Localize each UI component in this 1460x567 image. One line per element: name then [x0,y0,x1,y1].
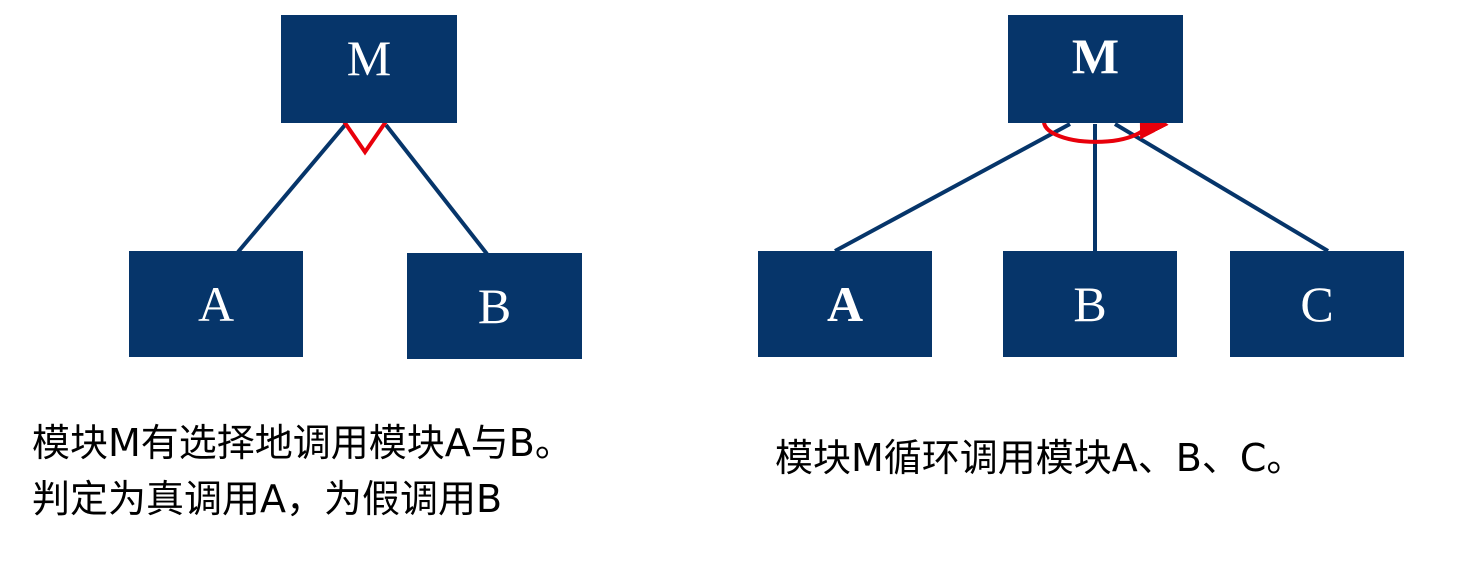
left-caption: 模块M有选择地调用模块A与B。 判定为真调用A，为假调用B [32,415,573,527]
left-caption-line1: 模块M有选择地调用模块A与B。 [32,421,573,465]
module-a-left: A [129,251,303,357]
module-b-right: B [1003,251,1177,357]
right-caption-line: 模块M循环调用模块A、B、C。 [775,436,1305,480]
connector-m-to-c-right [1113,122,1330,253]
module-m-left: M [281,15,457,123]
right-caption: 模块M循环调用模块A、B、C。 [775,430,1304,486]
module-b-right-label: B [1073,276,1107,332]
module-m-right-label: M [1071,28,1120,84]
module-a-right: A [758,251,932,357]
module-a-left-label: A [197,276,235,332]
module-b-left: B [407,253,582,359]
module-m-right: M [1008,15,1183,123]
connector-m-to-a-left [236,123,347,254]
module-b-left-label: B [477,278,512,334]
connector-m-to-a-right [834,122,1071,253]
module-c-right-label: C [1300,276,1334,332]
module-a-right-label: A [826,276,864,332]
module-m-left-label: M [346,30,392,86]
connector-m-to-b-left [384,123,489,256]
left-caption-line2: 判定为真调用A，为假调用B [32,477,503,521]
loop-arrow-icon [1042,103,1169,144]
module-c-right: C [1230,251,1404,357]
